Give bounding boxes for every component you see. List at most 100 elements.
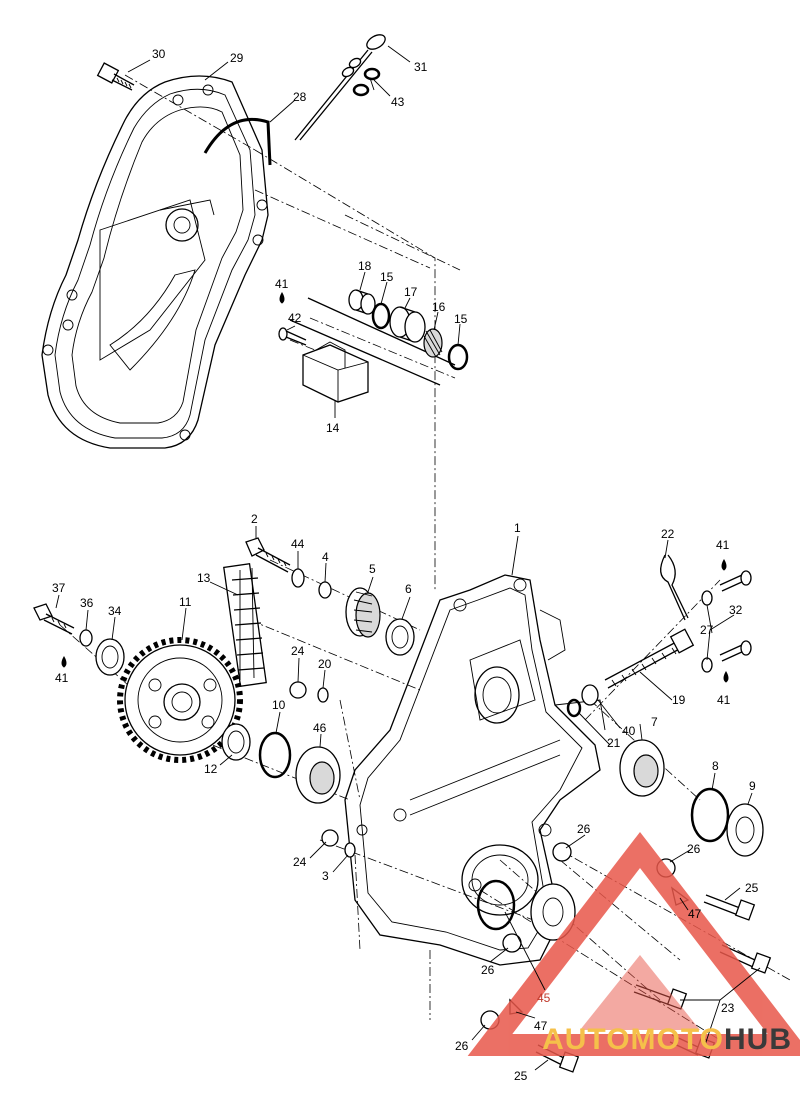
- label-5: 5: [369, 562, 376, 576]
- watermark-logo: [467, 831, 800, 1056]
- label-43: 43: [391, 95, 405, 109]
- washer-27a: [701, 590, 713, 606]
- label-42: 42: [288, 311, 302, 325]
- label-8: 8: [712, 759, 719, 773]
- label-32: 32: [729, 603, 743, 617]
- label-24b: 24: [293, 855, 307, 869]
- nut-24: [289, 681, 307, 699]
- bolt-2: [245, 537, 291, 573]
- snap-ring-8: [690, 787, 730, 843]
- label-31: 31: [414, 60, 428, 74]
- gear-5: [345, 587, 381, 638]
- spacer-34: [95, 638, 125, 676]
- washer-3: [344, 842, 356, 858]
- label-18: 18: [358, 259, 372, 273]
- snap-ring-10: [258, 731, 292, 779]
- leader-lines: [55, 45, 761, 1071]
- bushing-12: [221, 723, 251, 761]
- label-30: 30: [152, 47, 166, 61]
- washer-21: [566, 698, 582, 718]
- label-6: 6: [405, 582, 412, 596]
- watermark-brand-dark: HUB: [724, 1023, 792, 1056]
- label-37: 37: [52, 581, 66, 595]
- label-3: 3: [322, 869, 329, 883]
- label-25a: 25: [745, 881, 759, 895]
- label-44: 44: [291, 537, 305, 551]
- watermark-brand-light: AUTOMOTO: [542, 1023, 724, 1056]
- label-7: 7: [651, 715, 658, 729]
- label-19: 19: [672, 693, 686, 707]
- label-41c: 41: [55, 671, 69, 685]
- label-27: 27: [700, 623, 714, 637]
- label-12: 12: [204, 762, 218, 776]
- label-17: 17: [404, 285, 418, 299]
- label-15a: 15: [380, 270, 394, 284]
- assembly-lines: [59, 74, 791, 1041]
- label-26a: 26: [577, 822, 591, 836]
- sprocket-11: [117, 637, 243, 763]
- label-40: 40: [622, 724, 636, 738]
- label-47a: 47: [688, 907, 702, 921]
- label-46: 46: [313, 721, 327, 735]
- washer-27b: [701, 657, 713, 673]
- oil-drop-icon: [723, 670, 729, 683]
- label-10: 10: [272, 698, 286, 712]
- bolt-30: [96, 62, 135, 91]
- label-41a: 41: [275, 277, 289, 291]
- label-13: 13: [197, 571, 211, 585]
- screw-41b: [719, 640, 752, 662]
- label-26d: 26: [455, 1039, 469, 1053]
- label-24a: 24: [291, 644, 305, 658]
- label-20: 20: [318, 657, 332, 671]
- label-14: 14: [326, 421, 340, 435]
- washer-40: [581, 684, 599, 706]
- oil-drop-icon: [61, 655, 67, 668]
- chain-13: [223, 563, 267, 687]
- seal-9: [726, 803, 764, 857]
- label-26c: 26: [481, 963, 495, 977]
- spacer-6: [385, 618, 415, 656]
- label-41b: 41: [716, 538, 730, 552]
- screw-42: [278, 327, 307, 346]
- cable-28: [203, 117, 272, 166]
- label-22: 22: [661, 527, 675, 541]
- oil-drop-icon: [721, 558, 727, 571]
- label-2: 2: [251, 512, 258, 526]
- snap-ring-45: [476, 879, 516, 931]
- label-47b: 47: [534, 1019, 548, 1033]
- screw-41a: [719, 570, 752, 592]
- label-11: 11: [179, 595, 192, 609]
- label-25b: 25: [514, 1069, 528, 1083]
- nut-26a: [552, 842, 572, 862]
- washer-20: [317, 687, 329, 703]
- seal-lower: [530, 883, 576, 941]
- pin-31: [294, 34, 386, 141]
- washer-4: [318, 581, 332, 599]
- washer-36: [79, 629, 93, 647]
- o-rings-43: [352, 67, 381, 97]
- label-23: 23: [721, 1001, 735, 1015]
- bearing-46: [295, 746, 341, 804]
- label-4: 4: [322, 550, 329, 564]
- label-15b: 15: [454, 312, 468, 326]
- bearing-7: [619, 739, 665, 797]
- label-29: 29: [230, 51, 244, 65]
- bolt-25a: [703, 894, 756, 921]
- label-26b: 26: [687, 842, 701, 856]
- label-45: 45: [537, 991, 551, 1005]
- bolt-37: [33, 603, 75, 635]
- label-21: 21: [607, 736, 621, 750]
- label-16: 16: [432, 300, 446, 314]
- label-34: 34: [108, 604, 122, 618]
- label-41d: 41: [717, 693, 731, 707]
- label-28: 28: [293, 90, 307, 104]
- cotter-pin-22: [660, 554, 689, 621]
- oil-drop-icon: [279, 291, 285, 304]
- part-labels: 30 29 31 43 28 18 15 17 16 15 41 42 14 1…: [52, 47, 759, 1083]
- label-9: 9: [749, 779, 756, 793]
- washer-44: [291, 568, 305, 588]
- tensioner-block-14: [302, 341, 369, 403]
- label-1: 1: [514, 521, 521, 535]
- label-36: 36: [80, 596, 94, 610]
